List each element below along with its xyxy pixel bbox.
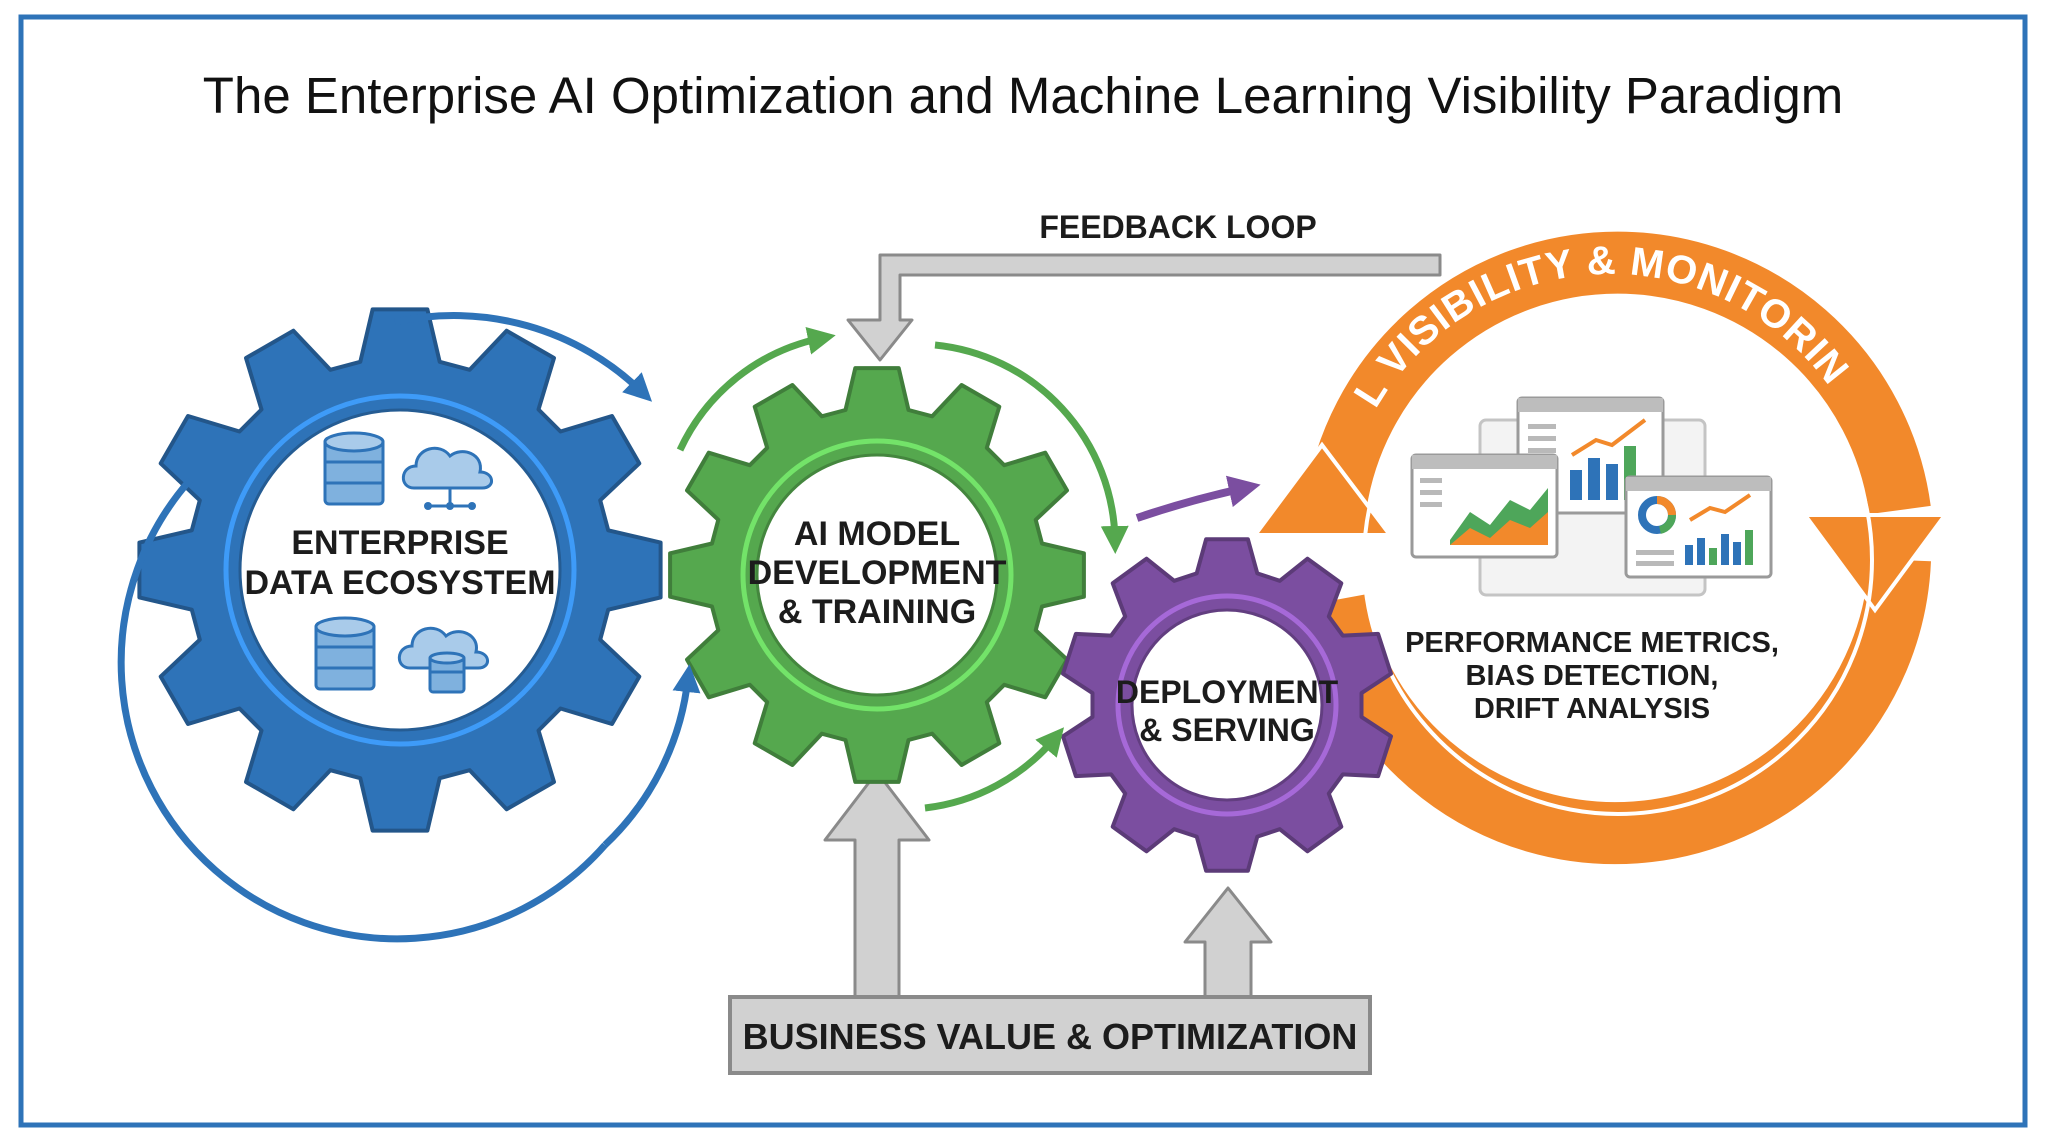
monitoring-arrowhead-right — [1801, 513, 1949, 614]
database-icon-top — [323, 431, 385, 506]
model-development-label-line-3: & TRAINING — [778, 593, 976, 631]
model-development-gear-inner-ring — [740, 438, 1014, 712]
monitoring-arrowhead-left — [1251, 441, 1395, 537]
area-chart-window-icon — [1410, 453, 1559, 559]
business-value-label: BUSINESS VALUE & OPTIMIZATION — [743, 1016, 1358, 1057]
cloud-database-icon — [397, 626, 489, 694]
monitoring-metrics-line-3: DRIFT ANALYSIS — [1474, 693, 1710, 725]
deployment-label-line-2: & SERVING — [1139, 712, 1314, 748]
donut-chart-window-icon — [1624, 475, 1773, 579]
deployment-gear-hub — [1130, 608, 1324, 802]
enterprise-data-gear-inner-ring — [223, 393, 577, 747]
model-development-label-line-2: DEVELOPMENT — [748, 554, 1007, 592]
feedback-loop-label: FEEDBACK LOOP — [1039, 209, 1316, 245]
deployment-arrow — [1135, 475, 1261, 522]
data-ecosystem-orbit-arrows — [117, 312, 701, 943]
outer-border — [18, 14, 2028, 1128]
model-development-label-line-1: AI MODEL — [794, 515, 960, 553]
cloud-network-icon — [401, 446, 493, 510]
deployment-label-line-1: DEPLOYMENT — [1116, 674, 1339, 710]
model-development-gear — [668, 366, 1086, 784]
business-value-box — [728, 995, 1372, 1075]
deployment-gear — [1061, 537, 1393, 873]
enterprise-data-label-line-1: ENTERPRISE — [291, 524, 508, 562]
monitoring-metrics-line-1: PERFORMANCE METRICS, — [1405, 627, 1779, 659]
monitoring-ring — [1251, 231, 1949, 865]
business-value-connectors — [823, 770, 1273, 1002]
feedback-loop-connector — [846, 253, 1442, 362]
monitoring-metrics-line-2: BIAS DETECTION, — [1466, 660, 1719, 692]
dashboard-illustration — [1410, 396, 1773, 597]
model-development-gear-hub — [755, 453, 999, 697]
model-flow-arrows — [676, 327, 1129, 812]
page-title: The Enterprise AI Optimization and Machi… — [203, 67, 1843, 124]
enterprise-data-label-line-2: DATA ECOSYSTEM — [244, 564, 555, 602]
deployment-gear-inner-ring — [1115, 593, 1339, 817]
database-icon-bottom — [314, 616, 376, 691]
